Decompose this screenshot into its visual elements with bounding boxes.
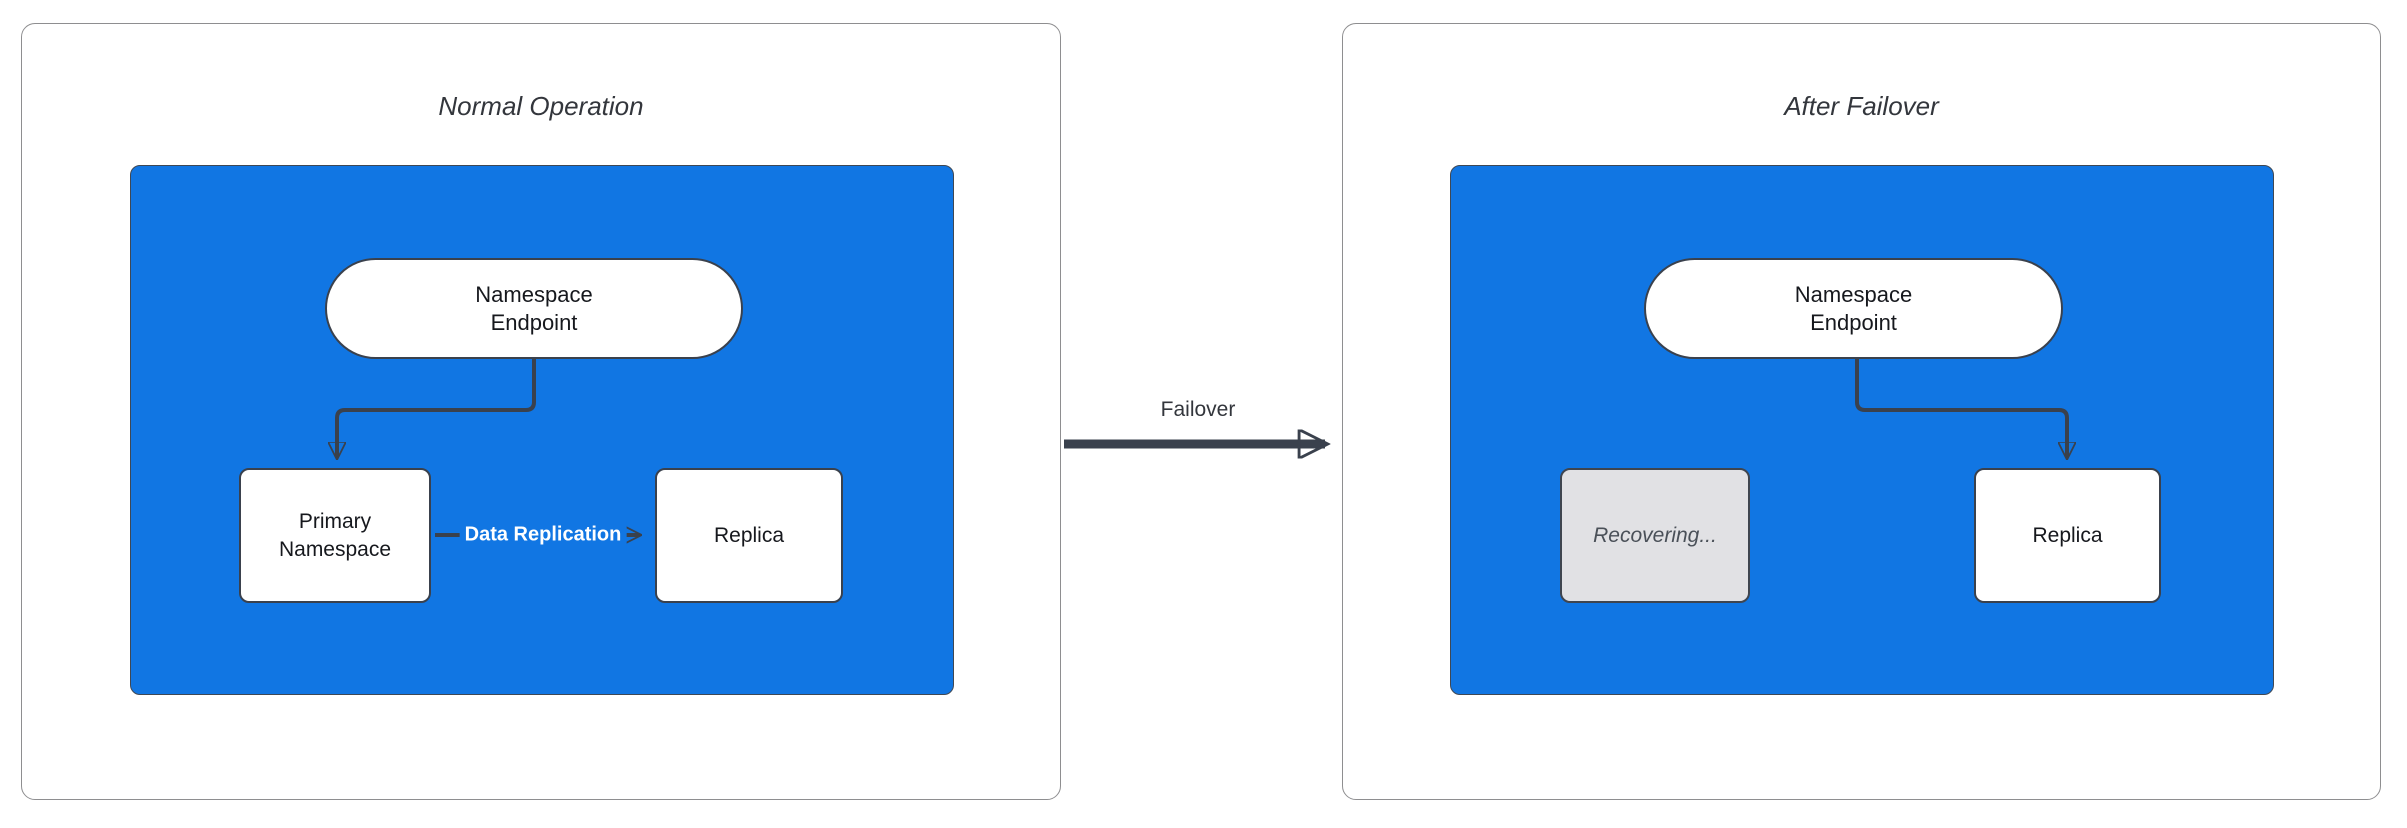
node-recovering: Recovering...	[1560, 468, 1750, 603]
edge-label-data-replication: Data Replication	[459, 520, 627, 550]
node-label: Replica	[713, 523, 785, 547]
node-replica-left: Replica	[655, 468, 843, 603]
node-primary-namespace: Primary Namespace	[239, 468, 431, 603]
panel-normal-operation: Normal Operation	[21, 23, 1061, 800]
panel-title-normal-operation: Normal Operation	[438, 91, 644, 121]
node-label: Recovering...	[1593, 523, 1717, 547]
namespace-container-left	[130, 165, 954, 695]
namespace-container-right	[1450, 165, 2274, 695]
panel-title-after-failover: After Failover	[1784, 91, 1939, 121]
node-namespace-endpoint-right: Namespace Endpoint	[1644, 258, 2063, 359]
node-namespace-endpoint-left: Namespace Endpoint	[325, 258, 743, 359]
node-label: Replica	[2032, 523, 2103, 547]
panel-after-failover: After Failover	[1342, 23, 2381, 800]
node-replica-right: Replica	[1974, 468, 2161, 603]
node-label: Primary Namespace	[278, 509, 392, 561]
edge-label-failover: Failover	[1152, 398, 1244, 422]
node-label: Namespace Endpoint	[475, 281, 593, 335]
node-label: Namespace Endpoint	[1794, 281, 1913, 335]
